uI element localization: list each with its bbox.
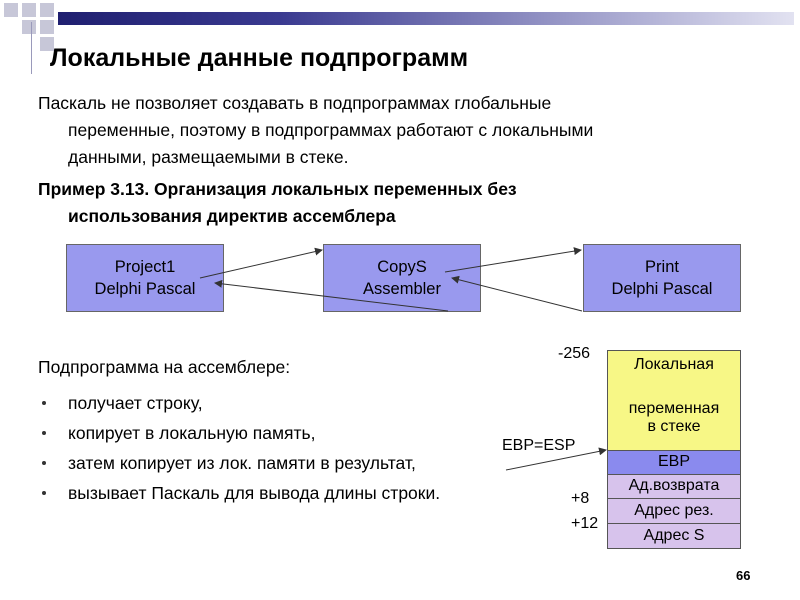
decor-square: [4, 3, 18, 17]
decor-square: [40, 3, 54, 17]
module-language: Assembler: [363, 280, 441, 298]
list-item: затем копирует из лок. памяти в результа…: [42, 448, 440, 478]
bullet-icon: [42, 431, 46, 435]
intro-paragraph: Паскаль не позволяет создавать в подпрог…: [38, 90, 758, 171]
example-line: Пример 3.13. Организация локальных перем…: [38, 179, 517, 199]
list-item: копирует в локальную память,: [42, 418, 440, 448]
decor-square: [22, 20, 36, 34]
module-name: Print: [645, 258, 679, 276]
header-gradient-bar: [58, 12, 794, 25]
step-text: копирует в локальную память,: [68, 422, 316, 443]
module-box-print: Print Delphi Pascal: [583, 244, 741, 312]
stack-cell-ebp: EBP: [607, 451, 741, 475]
stack-frame: Локальная переменная в стеке EBP Ад.возв…: [607, 350, 741, 549]
spacer: [608, 374, 740, 400]
bullet-icon: [42, 461, 46, 465]
ebp-esp-label: EBP=ESP: [502, 437, 576, 454]
module-language: Delphi Pascal: [611, 280, 713, 298]
offset-label-plus12: +12: [571, 515, 599, 532]
stack-cell-text: переменная: [628, 400, 720, 417]
stack-cell-local: Локальная переменная в стеке: [607, 350, 741, 451]
list-item: получает строку,: [42, 388, 440, 418]
page-number: 66: [736, 568, 751, 583]
module-name: CopyS: [377, 258, 427, 276]
step-text: затем копирует из лок. памяти в результа…: [68, 452, 416, 473]
stack-cell-text: Локальная: [634, 356, 714, 373]
intro-line: данными, размещаемыми в стеке.: [68, 147, 349, 167]
decor-square: [40, 20, 54, 34]
stack-cell-return-address: Ад.возврата: [607, 475, 741, 499]
step-text: получает строку,: [68, 392, 203, 413]
decor-line: [31, 22, 32, 74]
stack-cell-s-address: Адрес S: [607, 524, 741, 549]
subroutine-heading: Подпрограмма на ассемблере:: [38, 357, 291, 377]
subroutine-steps: получает строку, копирует в локальную па…: [42, 388, 440, 508]
example-heading: Пример 3.13. Организация локальных перем…: [38, 176, 758, 230]
module-box-project1: Project1 Delphi Pascal: [66, 244, 224, 312]
bullet-icon: [42, 401, 46, 405]
module-box-copys: CopyS Assembler: [323, 244, 481, 312]
stack-cell-result-address: Адрес рез.: [607, 499, 741, 524]
offset-label-plus8: +8: [571, 490, 590, 507]
intro-line: переменные, поэтому в подпрограммах рабо…: [68, 120, 594, 140]
module-name: Project1: [114, 258, 176, 276]
example-line: использования директив ассемблера: [68, 206, 396, 226]
bullet-icon: [42, 491, 46, 495]
decor-square: [22, 3, 36, 17]
intro-line: Паскаль не позволяет создавать в подпрог…: [38, 93, 552, 113]
offset-label-minus256: -256: [558, 345, 591, 362]
module-language: Delphi Pascal: [94, 280, 196, 298]
decor-square: [40, 37, 54, 51]
list-item: вызывает Паскаль для вывода длины строки…: [42, 478, 440, 508]
slide-title: Локальные данные подпрограмм: [50, 44, 469, 72]
step-text: вызывает Паскаль для вывода длины строки…: [68, 482, 441, 503]
stack-cell-text: в стеке: [647, 418, 701, 435]
